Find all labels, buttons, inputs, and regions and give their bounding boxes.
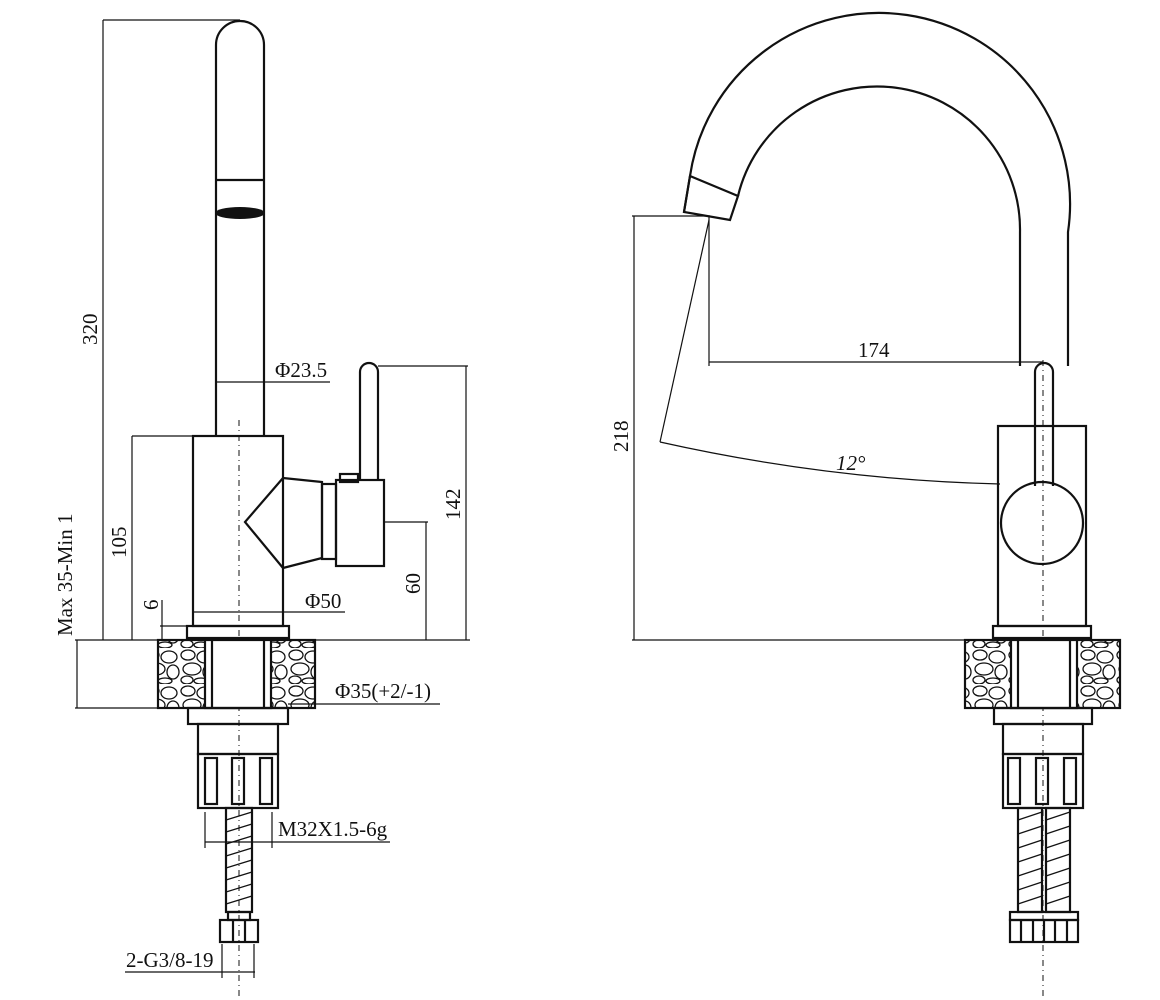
dim-142-label: 142 xyxy=(441,489,465,521)
dim-320-label: 320 xyxy=(78,314,102,346)
dim-thread-label: M32X1.5-6g xyxy=(278,817,388,841)
side-view-dimensions xyxy=(75,19,470,978)
front-view xyxy=(682,11,1122,1000)
dim-60-label: 60 xyxy=(401,573,425,594)
front-view-labels: 218 174 12° xyxy=(609,338,890,475)
front-view-dimensions xyxy=(632,215,1043,641)
side-view-labels: 320 Φ23.5 142 105 60 6 Φ50 Max 35-Min 1 … xyxy=(53,314,465,973)
dim-spout-diameter-label: Φ23.5 xyxy=(275,358,327,382)
dim-body-diameter-label: Φ50 xyxy=(305,589,341,613)
side-view xyxy=(156,19,386,1000)
dim-deck-thickness-label: Max 35-Min 1 xyxy=(53,514,77,637)
dim-6-label: 6 xyxy=(139,600,163,611)
dim-218-label: 218 xyxy=(609,421,633,453)
dim-mount-hole-label: Φ35(+2/-1) xyxy=(335,679,431,703)
dim-174-label: 174 xyxy=(858,338,890,362)
dim-105-label: 105 xyxy=(107,527,131,559)
dim-hose-connector-label: 2-G3/8-19 xyxy=(126,948,214,972)
dim-12-degree-label: 12° xyxy=(836,451,866,475)
